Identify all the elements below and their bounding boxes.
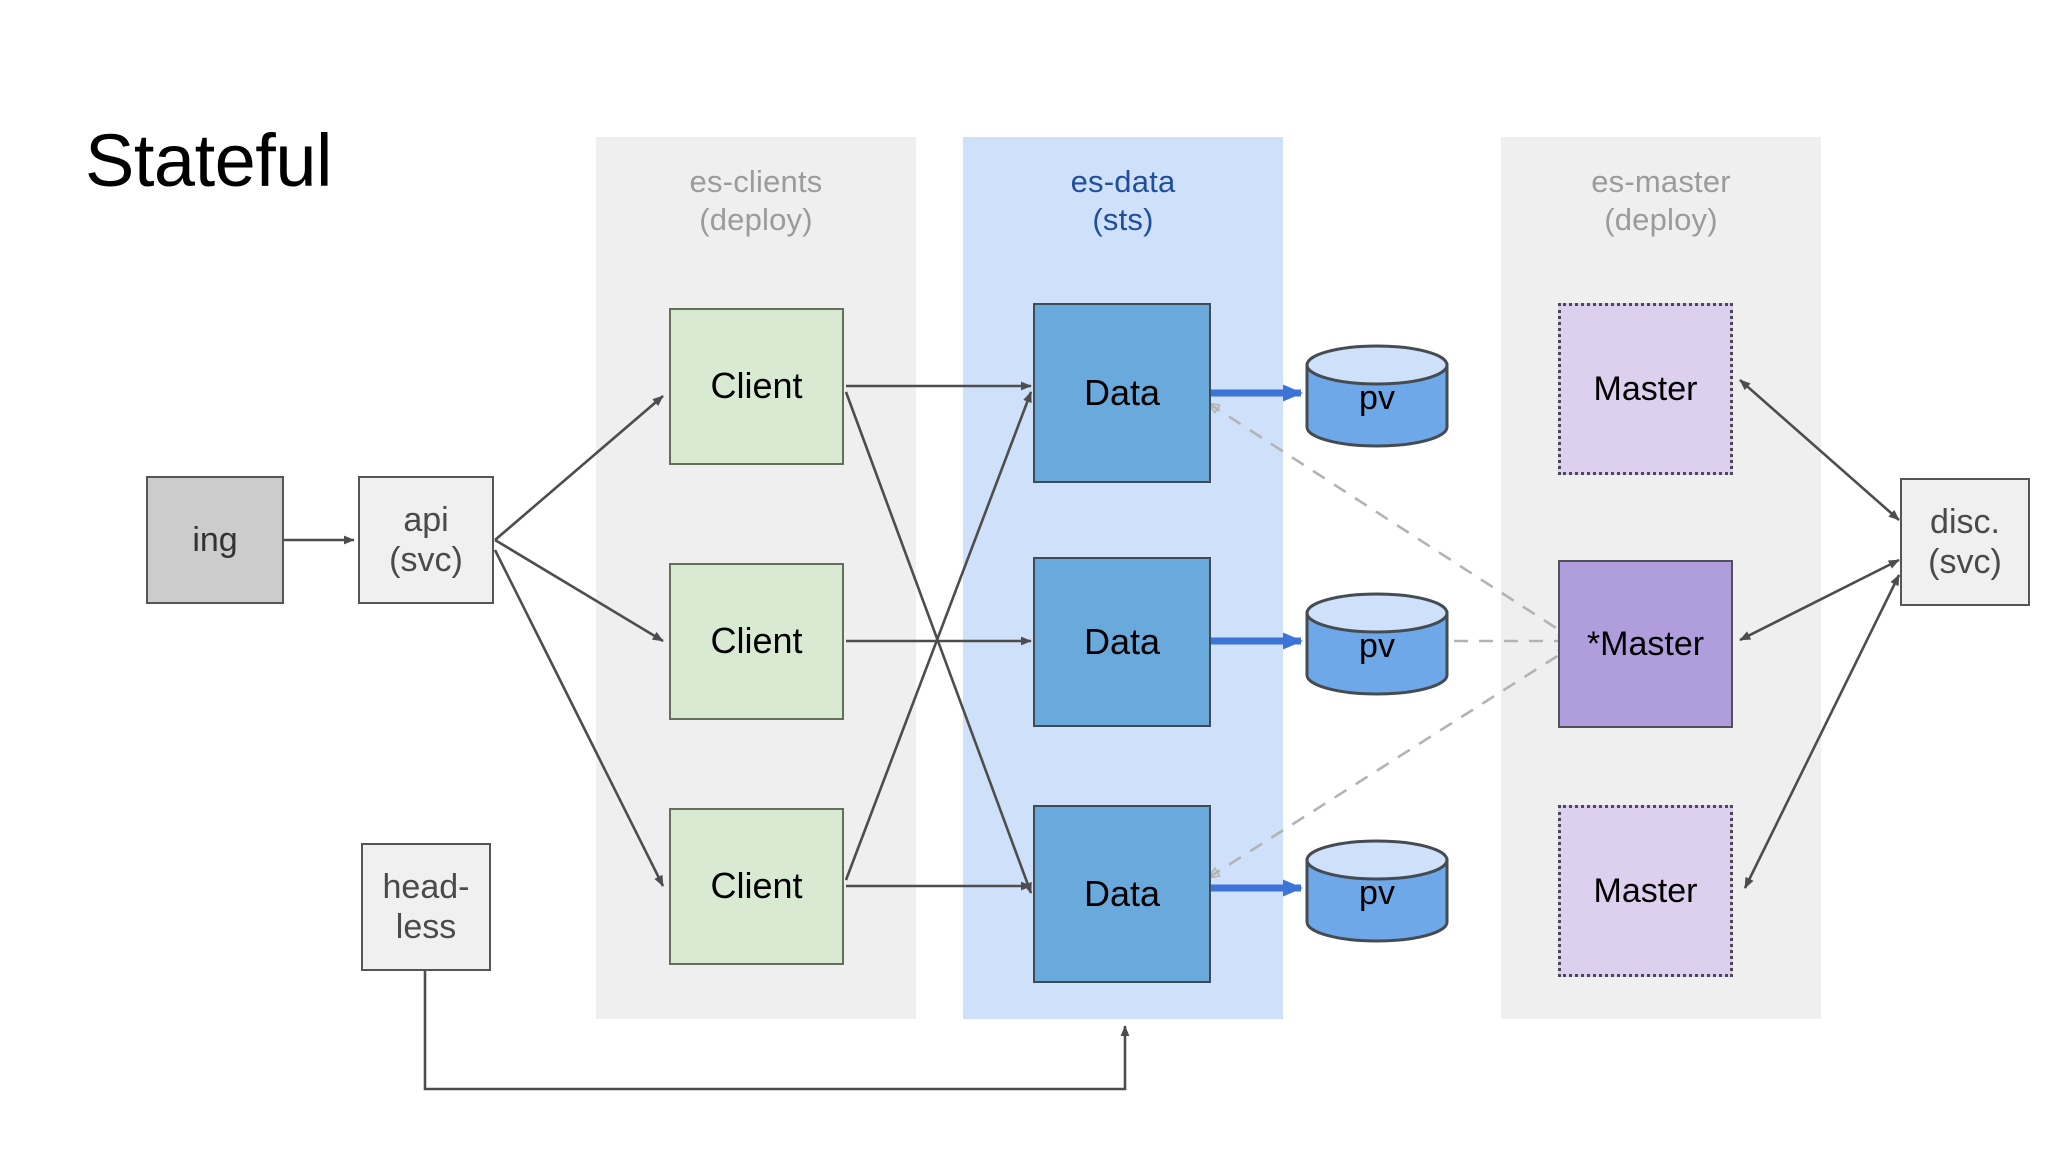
node-client-1[interactable]: Client [669, 308, 844, 465]
node-master-1[interactable]: Master [1558, 303, 1733, 475]
node-client-3[interactable]: Client [669, 808, 844, 965]
node-ingress[interactable]: ing [146, 476, 284, 604]
node-pv-2[interactable]: pv [1304, 591, 1450, 697]
band-es-clients-label: es-clients (deploy) [689, 164, 823, 237]
band-es-master-label: es-master (deploy) [1591, 164, 1731, 237]
band-es-data-label: es-data (sts) [1070, 164, 1176, 237]
node-data-2[interactable]: Data [1033, 557, 1211, 727]
node-pv-2-label: pv [1359, 627, 1395, 665]
node-master-active[interactable]: *Master [1558, 560, 1733, 728]
node-api-service[interactable]: api (svc) [358, 476, 494, 604]
page-title: Stateful [85, 119, 332, 202]
node-pv-1[interactable]: pv [1304, 343, 1450, 449]
node-data-3[interactable]: Data [1033, 805, 1211, 983]
node-master-3[interactable]: Master [1558, 805, 1733, 977]
node-discovery-service[interactable]: disc. (svc) [1900, 478, 2030, 606]
node-client-2[interactable]: Client [669, 563, 844, 720]
node-pv-1-label: pv [1359, 379, 1395, 417]
node-pv-3[interactable]: pv [1304, 838, 1450, 944]
node-pv-3-label: pv [1359, 874, 1395, 912]
node-headless-service[interactable]: head- less [361, 843, 491, 971]
node-data-1[interactable]: Data [1033, 303, 1211, 483]
